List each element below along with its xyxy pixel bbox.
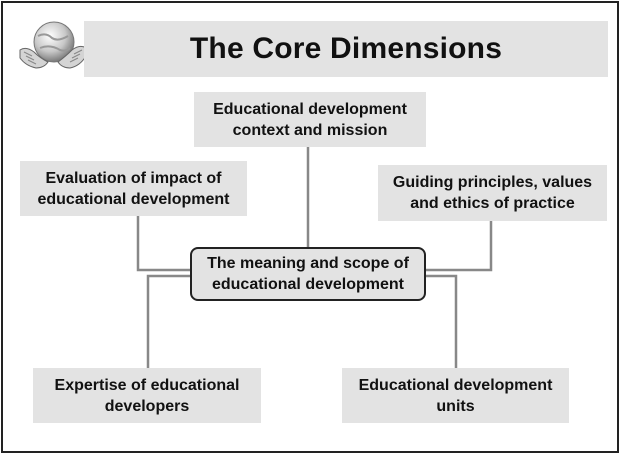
node-context-mission: Educational development context and miss… (194, 92, 426, 147)
node-development-units: Educational development units (342, 368, 569, 423)
node-guiding-principles-label: Guiding principles, values and ethics of… (392, 174, 593, 212)
connector-upper-right (425, 221, 493, 272)
title-bar: The Core Dimensions (84, 21, 608, 77)
node-evaluation-impact-label: Evaluation of impact of educational deve… (37, 169, 230, 208)
node-expertise-developers-label: Expertise of educational developers (54, 376, 240, 415)
connector-lower-left (146, 274, 191, 368)
connector-lower-right (425, 274, 458, 368)
node-meaning-scope-label: The meaning and scope of educational dev… (207, 255, 409, 293)
page-title: The Core Dimensions (189, 32, 503, 65)
node-expertise-developers: Expertise of educational developers (33, 368, 261, 423)
node-evaluation-impact: Evaluation of impact of educational deve… (20, 161, 247, 216)
connector-upper-left (136, 216, 191, 272)
hands-holding-globe-icon (14, 12, 90, 82)
node-guiding-principles: Guiding principles, values and ethics of… (378, 165, 607, 221)
node-context-mission-label: Educational development context and miss… (213, 100, 407, 139)
node-development-units-label: Educational development units (358, 376, 553, 415)
node-meaning-scope: The meaning and scope of educational dev… (190, 247, 426, 301)
